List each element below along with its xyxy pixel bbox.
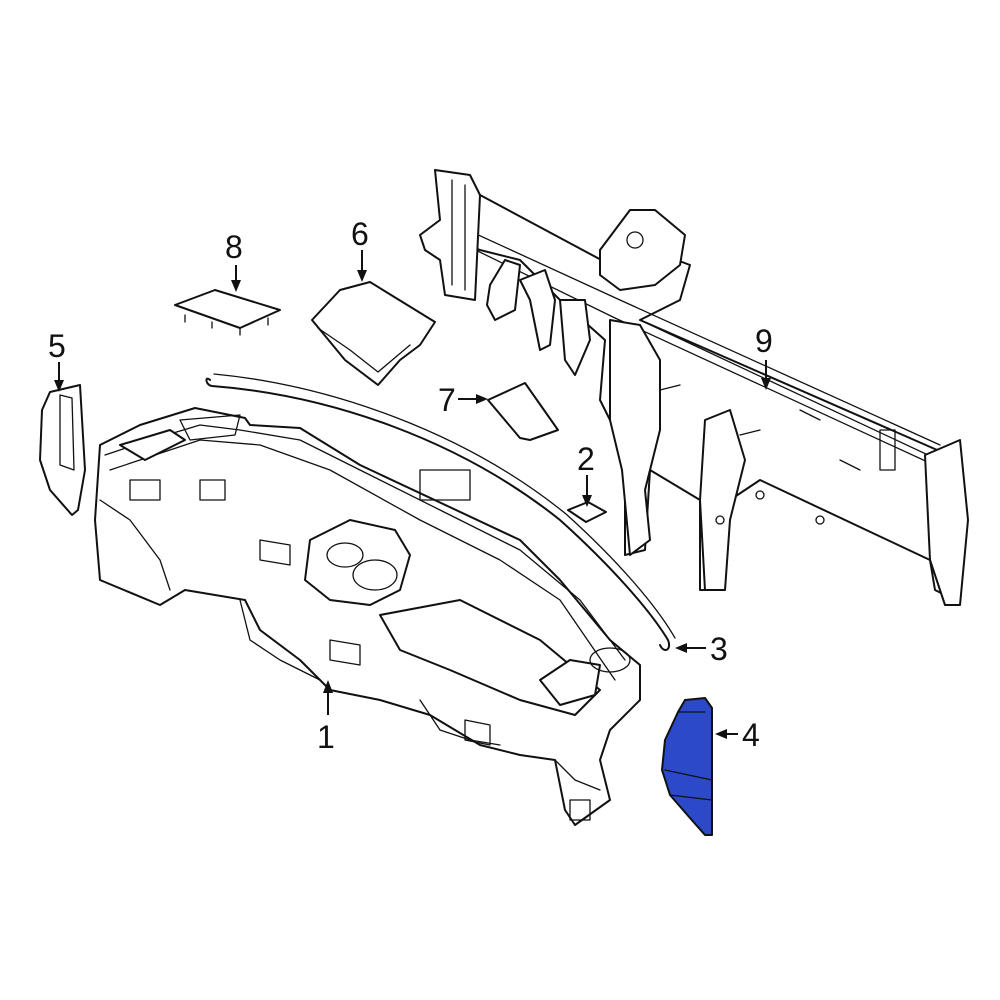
callout-label-9: 9 bbox=[755, 323, 773, 359]
callout-label-7: 7 bbox=[438, 382, 456, 418]
callout-label-1: 1 bbox=[317, 719, 335, 755]
callout-7: 7 bbox=[438, 382, 488, 418]
part-6-cover bbox=[311, 281, 436, 386]
part-2-pad bbox=[567, 501, 607, 523]
callout-8: 8 bbox=[225, 229, 243, 292]
callout-6: 6 bbox=[351, 216, 369, 282]
callout-9: 9 bbox=[755, 323, 773, 390]
part-1-instrument-panel bbox=[94, 407, 641, 826]
callout-4: 4 bbox=[715, 717, 760, 753]
part-7-small-cover bbox=[487, 382, 559, 441]
part-5-left-side-cover bbox=[39, 384, 86, 516]
part-4-side-cover-highlighted bbox=[661, 697, 713, 836]
part-3-seal-strip bbox=[205, 373, 676, 651]
callout-label-2: 2 bbox=[577, 441, 595, 477]
part-9-cross-car-beam bbox=[419, 169, 969, 606]
callout-label-8: 8 bbox=[225, 229, 243, 265]
callout-5: 5 bbox=[48, 328, 66, 392]
callout-1: 1 bbox=[317, 680, 335, 755]
callout-3: 3 bbox=[675, 631, 728, 667]
callout-label-6: 6 bbox=[351, 216, 369, 252]
callout-label-4: 4 bbox=[742, 717, 760, 753]
callout-label-3: 3 bbox=[710, 631, 728, 667]
part-8-trim-panel bbox=[174, 289, 281, 336]
callout-label-5: 5 bbox=[48, 328, 66, 364]
callout-2: 2 bbox=[577, 441, 595, 507]
